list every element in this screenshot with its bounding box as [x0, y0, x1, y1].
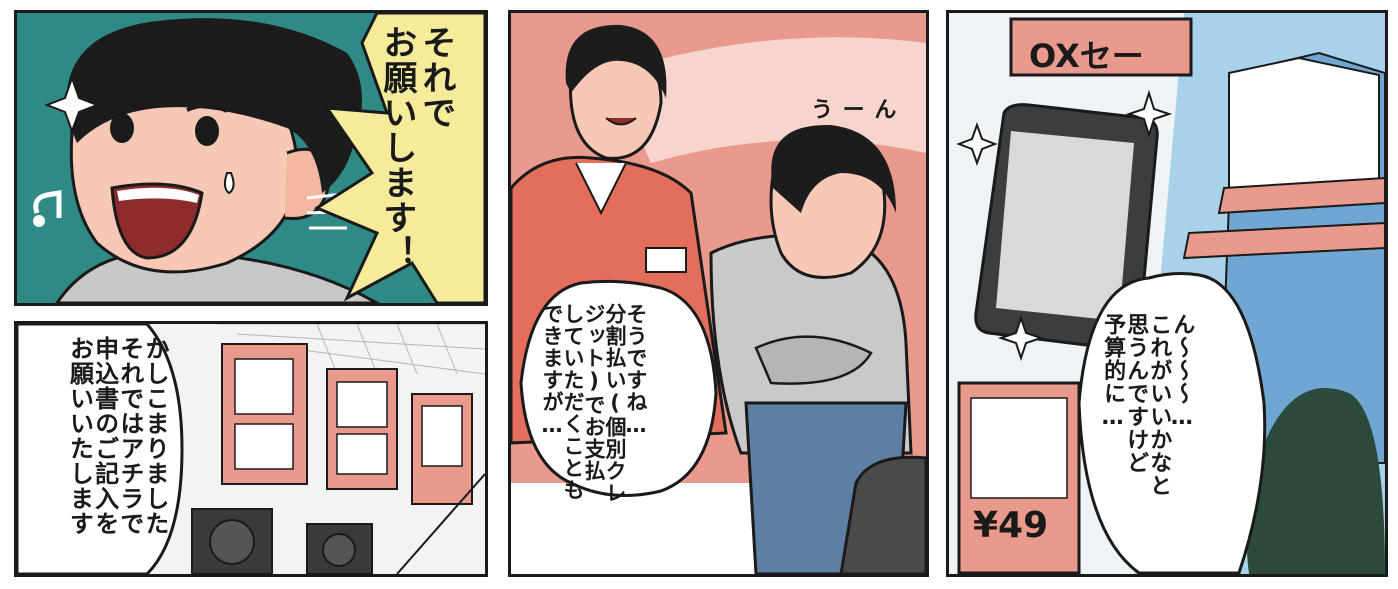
panel-3: う ー ん そうですね… 分割払い(個別クレ ジット)でお支払 していただくこと… — [508, 10, 929, 577]
speech-bubble-text: そうですね… 分割払い(個別クレ ジット)でお支払 していただくことも できます… — [540, 303, 648, 504]
speech-bubble-text: ん〜〜〜… これがいいかなと 思うんですけど 予算的に… — [1100, 313, 1195, 497]
speech-bubble-text: かしこまりました それではアチラで 申込書のご記入を お願いいたします — [65, 336, 169, 536]
panel-2: かしこまりました それではアチラで 申込書のご記入を お願いいたします — [14, 321, 488, 577]
panel-3-art — [511, 24, 926, 574]
price-tag-text: ¥49 — [973, 505, 1049, 546]
panel-4: OXセー ¥49 ん〜〜〜… これがいいかなと 思うんですけど 予算的に… — [946, 10, 1388, 577]
store-sign-text: OXセー — [1029, 37, 1144, 75]
panel-2-art — [17, 324, 485, 574]
panel-1: それで お願いします！ — [14, 10, 488, 306]
speech-bubble-text: それで お願いします！ — [376, 25, 456, 270]
sound-effect-text: う ー ん — [811, 98, 898, 123]
panel-4-art — [949, 13, 1385, 574]
panel-1-art — [33, 13, 485, 303]
